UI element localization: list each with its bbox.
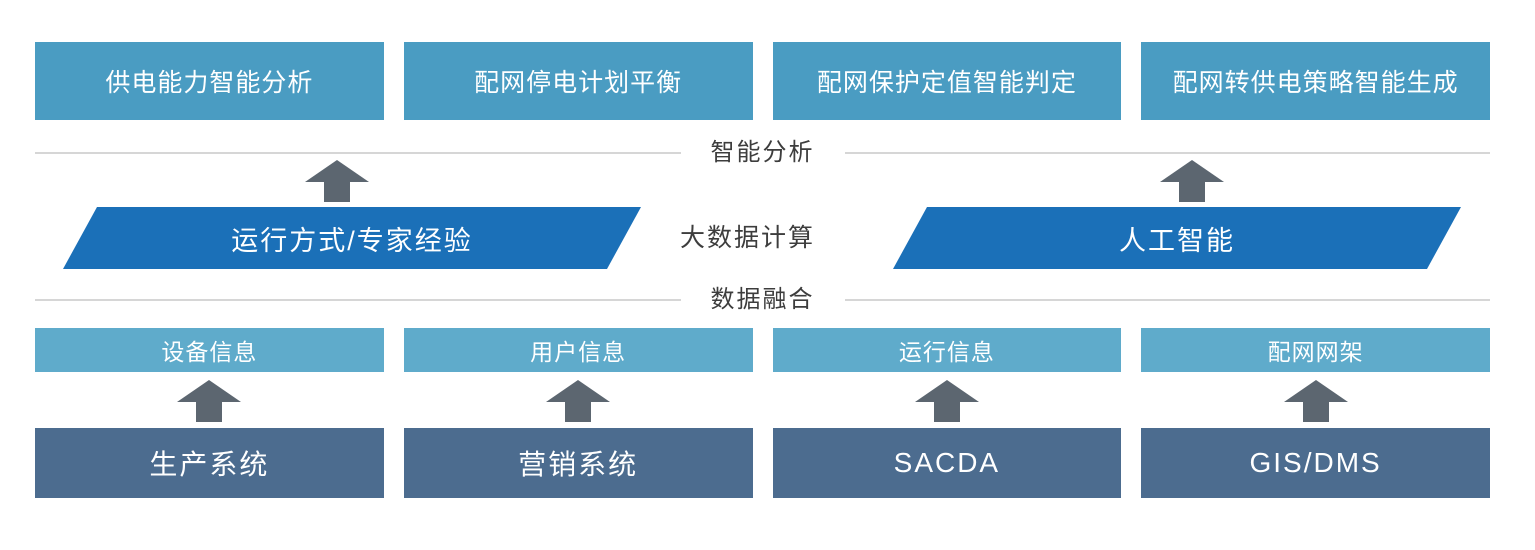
system-box: 生产系统	[35, 428, 384, 498]
application-box-transfer-strategy: 配网转供电策略智能生成	[1141, 42, 1490, 120]
data-sources-row: 设备信息 生产系统 用户信息 营销系统 运行信息 SACDA	[35, 328, 1490, 498]
info-bar: 设备信息	[35, 328, 384, 372]
application-label: 供电能力智能分析	[105, 69, 314, 97]
system-box: 营销系统	[403, 428, 753, 498]
data-source-column-production: 设备信息 生产系统	[35, 328, 384, 498]
engine-label: 运行方式/专家经验	[231, 225, 473, 256]
system-box: GIS/DMS	[1141, 428, 1490, 498]
data-source-column-sacda: 运行信息 SACDA	[772, 328, 1122, 498]
up-arrow-icon	[1283, 380, 1348, 422]
system-label: 营销系统	[518, 449, 639, 480]
system-label: 生产系统	[149, 449, 270, 480]
info-bar: 用户信息	[403, 328, 753, 372]
data-source-column-marketing: 用户信息 营销系统	[403, 328, 753, 498]
application-box-power-supply-analysis: 供电能力智能分析	[35, 42, 384, 120]
up-arrow-icon	[1160, 160, 1224, 202]
engine-label: 人工智能	[1119, 225, 1235, 256]
engine-box-expert-experience: 运行方式/专家经验	[63, 207, 641, 269]
application-label: 配网保护定值智能判定	[816, 69, 1077, 97]
up-arrow-icon	[914, 380, 979, 422]
divider-line	[844, 152, 1490, 154]
layer-label-intelligent-analysis: 智能分析	[710, 139, 815, 166]
system-label: SACDA	[893, 447, 1001, 478]
application-label: 配网停电计划平衡	[474, 69, 683, 97]
application-box-outage-plan-balance: 配网停电计划平衡	[403, 42, 753, 120]
divider-line	[35, 299, 681, 301]
data-fusion-divider: 数据融合	[35, 287, 1490, 313]
info-bar: 配网网架	[1141, 328, 1490, 372]
info-label: 设备信息	[161, 339, 258, 365]
layer-label-big-data-computing: 大数据计算	[679, 224, 815, 252]
up-arrow-icon	[177, 380, 242, 422]
info-label: 配网网架	[1267, 339, 1364, 365]
info-label: 运行信息	[898, 339, 995, 365]
engine-box-artificial-intelligence: 人工智能	[893, 207, 1461, 269]
intelligent-analysis-divider: 智能分析	[35, 140, 1490, 166]
up-arrow-icon	[305, 160, 369, 202]
data-source-column-gis-dms: 配网网架 GIS/DMS	[1141, 328, 1490, 498]
system-label: GIS/DMS	[1249, 447, 1382, 478]
application-box-protection-setting: 配网保护定值智能判定	[772, 42, 1122, 120]
application-label: 配网转供电策略智能生成	[1172, 69, 1459, 97]
up-arrow-icon	[546, 380, 611, 422]
divider-line	[35, 152, 681, 154]
info-bar: 运行信息	[772, 328, 1122, 372]
info-label: 用户信息	[530, 339, 627, 365]
applications-row: 供电能力智能分析 配网停电计划平衡 配网保护定值智能判定 配网转供电策略智能生成	[35, 42, 1490, 120]
system-box: SACDA	[772, 428, 1122, 498]
layer-label-data-fusion: 数据融合	[710, 286, 815, 313]
divider-line	[844, 299, 1490, 301]
